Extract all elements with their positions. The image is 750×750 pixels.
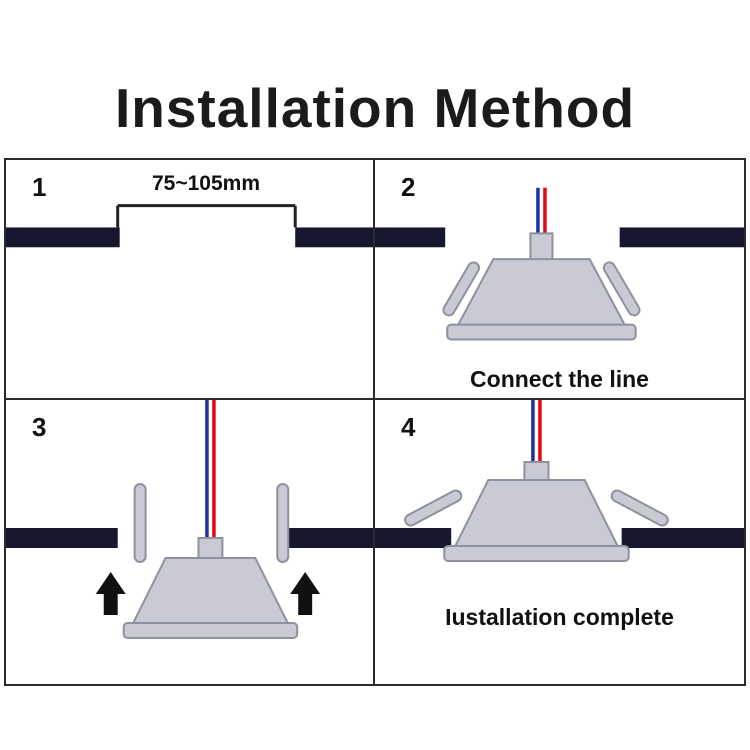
- downlight-body: [455, 258, 628, 328]
- step-number: 2: [401, 172, 416, 202]
- panel-step-1: 1 75~105mm: [6, 160, 375, 400]
- downlight-flange: [443, 545, 630, 562]
- step-number: 3: [32, 412, 47, 442]
- up-arrow-right-icon: [290, 572, 321, 615]
- installation-steps-grid: 1 75~105mm 2 Connect the line 3: [4, 158, 746, 686]
- downlight-body: [452, 479, 621, 549]
- spring-clip-left: [404, 489, 463, 527]
- panel-step-3: 3: [6, 400, 375, 684]
- spring-clip-right: [602, 261, 641, 317]
- ceiling-left: [6, 227, 120, 248]
- panel-step-2: 2 Connect the line: [375, 160, 744, 400]
- ceiling-left: [375, 227, 446, 248]
- ceiling-left: [6, 528, 118, 548]
- spring-clip-right: [276, 483, 290, 563]
- connect-line-diagram: [375, 187, 744, 341]
- cutout-dimension-label: 75~105mm: [151, 172, 260, 195]
- downlight-flange: [446, 323, 637, 341]
- spring-clip-left: [442, 261, 481, 317]
- dimension-bracket: [116, 204, 297, 228]
- ceiling-right: [295, 227, 373, 248]
- ceiling-right: [619, 227, 744, 248]
- push-up-diagram: [6, 400, 373, 639]
- cutout-diagram: [6, 204, 373, 248]
- step-caption: Connect the line: [470, 366, 649, 392]
- ceiling-left: [375, 528, 452, 548]
- step-caption: Iustallation complete: [445, 604, 674, 630]
- downlight-flange: [122, 622, 299, 639]
- wire-connector: [529, 232, 554, 263]
- panel-step-4: 4 Iustallation complete: [375, 400, 744, 684]
- up-arrow-left-icon: [95, 572, 126, 615]
- ceiling-right: [283, 528, 373, 548]
- ceiling-right: [621, 528, 744, 548]
- spring-clip-right: [610, 489, 669, 527]
- step-number: 1: [32, 172, 47, 202]
- page-title: Installation Method: [114, 77, 636, 139]
- complete-diagram: [375, 400, 744, 562]
- step-number: 4: [401, 412, 416, 442]
- spring-clip-left: [133, 483, 147, 563]
- downlight-body: [131, 557, 290, 625]
